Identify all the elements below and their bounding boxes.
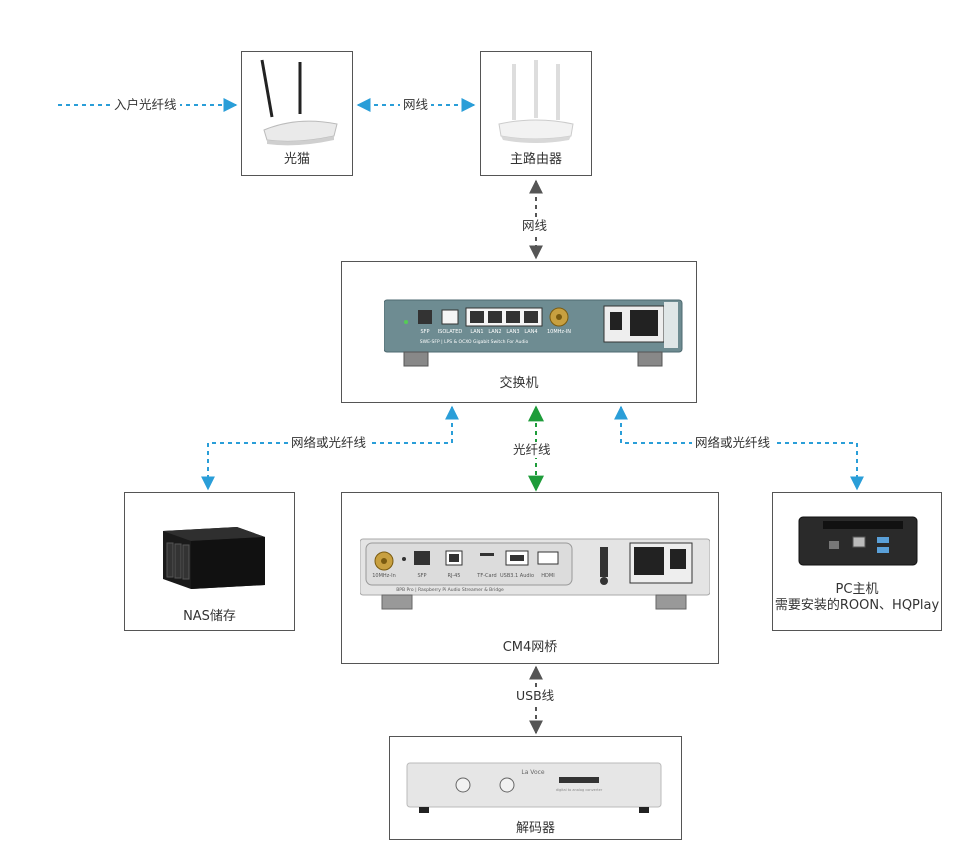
node-nas[interactable]: NAS储存	[124, 492, 295, 631]
label-modem-router: 网线	[400, 97, 432, 113]
node-router[interactable]: 主路由器	[480, 51, 592, 176]
nas-label: NAS储存	[183, 609, 236, 624]
switch-port-lan3: LAN3	[506, 329, 519, 335]
bridge-model-text: BPB Pro | Raspberry Pi Audio Streamer & …	[396, 587, 504, 593]
node-decoder[interactable]: La Voce digital to analog converter 解码器	[389, 736, 682, 840]
decoder-brand: La Voce	[521, 769, 545, 776]
router-label: 主路由器	[509, 152, 562, 167]
decoder-image: La Voce digital to analog converter	[406, 762, 662, 813]
switch-port-lan1: LAN1	[470, 329, 483, 335]
pc-image	[798, 516, 918, 566]
node-switch[interactable]: SFP ISOLATED LAN1 LAN2 LAN3 LAN4 10MHz-I…	[341, 261, 697, 403]
link-switch-nas	[201, 405, 459, 491]
switch-port-sfp: SFP	[420, 329, 429, 335]
bridge-port-sfp: SFP	[417, 573, 426, 579]
bridge-port-clock: 10MHz-In	[372, 573, 396, 579]
switch-port-isolated: ISOLATED	[438, 329, 463, 335]
switch-label: 交换机	[499, 376, 539, 391]
modem-image	[260, 59, 338, 146]
bridge-port-hdmi: HDMI	[541, 573, 554, 579]
switch-port-lan2: LAN2	[488, 329, 501, 335]
label-switch-bridge: 光纤线	[510, 442, 554, 458]
label-router-switch: 网线	[519, 218, 551, 234]
decoder-label: 解码器	[515, 821, 555, 836]
bridge-port-rj45: RJ-45	[448, 573, 461, 579]
label-switch-pc: 网络或光纤线	[692, 435, 774, 451]
router-image	[498, 60, 574, 143]
pc-label-line1: PC主机	[835, 582, 879, 597]
node-bridge[interactable]: 10MHz-In SFP RJ-45 TF-Card USB3.1 Audio …	[341, 492, 719, 664]
node-pc[interactable]: PC主机 需要安装的ROON、HQPlay	[772, 492, 942, 631]
decoder-subtitle: digital to analog converter	[556, 788, 603, 792]
switch-image: SFP ISOLATED LAN1 LAN2 LAN3 LAN4 10MHz-I…	[384, 299, 683, 367]
label-switch-nas: 网络或光纤线	[288, 435, 370, 451]
pc-label-line2: 需要安装的ROON、HQPlay	[774, 598, 940, 613]
switch-model-text: SWE-SFP | LPS & OCXO Gigabit Switch For …	[420, 339, 529, 345]
label-bridge-decoder: USB线	[513, 688, 558, 704]
switch-port-lan4: LAN4	[524, 329, 537, 335]
nas-image	[163, 527, 265, 589]
bridge-port-usb: USB3.1 Audio	[500, 573, 534, 579]
switch-port-clock: 10MHz-IN	[547, 329, 571, 335]
label-fiber-in: 入户光纤线	[111, 97, 180, 113]
modem-label: 光猫	[283, 152, 310, 167]
node-modem[interactable]: 光猫	[241, 51, 353, 176]
bridge-image: 10MHz-In SFP RJ-45 TF-Card USB3.1 Audio …	[360, 538, 710, 610]
bridge-port-tf: TF-Card	[476, 573, 496, 579]
bridge-label: CM4网桥	[502, 640, 558, 655]
